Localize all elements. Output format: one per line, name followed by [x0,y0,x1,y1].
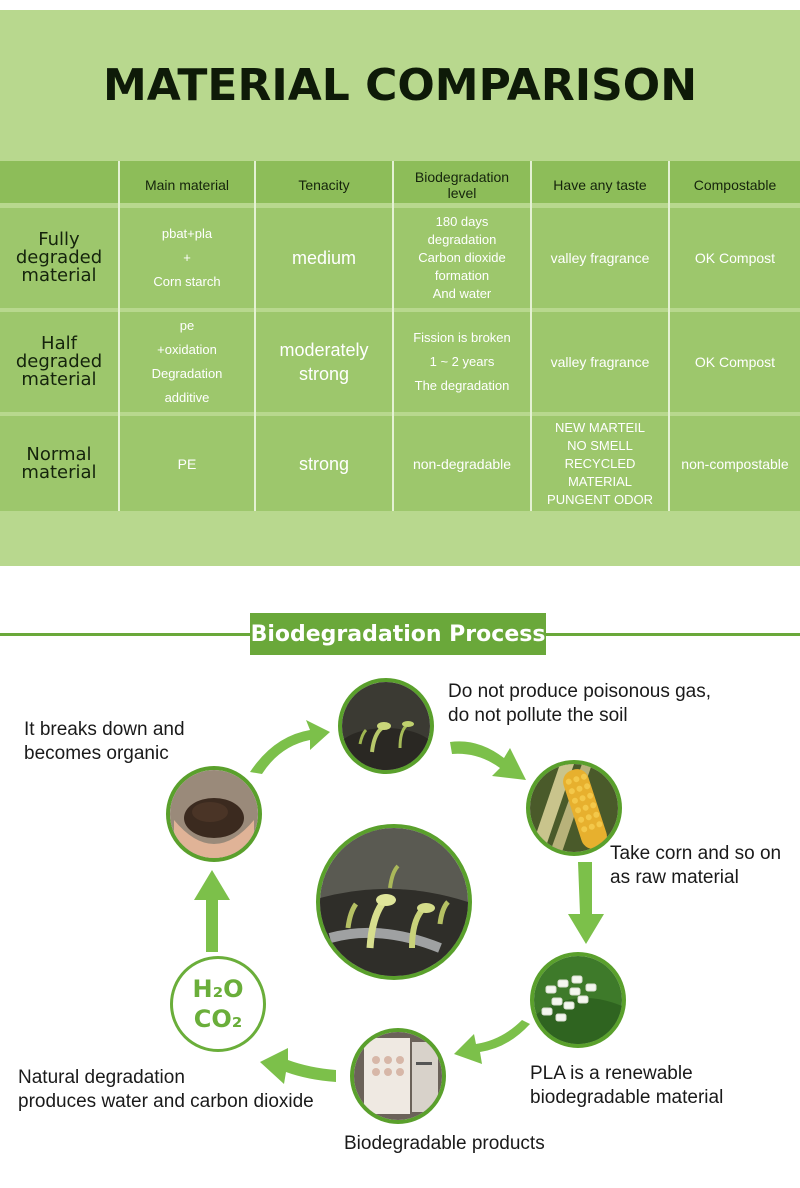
column-divider [254,161,256,511]
tenacity-cell: strong [298,453,350,474]
process-title: Biodegradation Process [250,613,546,655]
step-label-corn: Take corn and so on as raw material [610,843,782,888]
header-biodegradation-level: Biodegradation level [414,169,510,201]
header-compostable: Compostable [693,177,777,193]
step-label-no-pollution: Do not produce poisonous gas, do not pol… [448,681,712,726]
main-material-cell: pe +oxidation Degradation additive [151,318,223,405]
section-divider [0,633,250,636]
arrow-icon [194,870,230,952]
biodegradation-cell: 180 days degradation Carbon dioxide form… [418,214,506,301]
step-label-organic: It breaks down and becomes organic [24,719,185,764]
column-divider [392,161,394,511]
compostable-cell: OK Compost [694,354,776,370]
header-main-material: Main material [144,177,230,193]
row-label: Fully degraded material [15,229,103,286]
products-image [350,1028,446,1124]
h2o-co2-badge: H₂O CO₂ [170,956,266,1052]
column-divider [668,161,670,511]
main-material-cell: PE [177,455,197,472]
arrow-icon [260,1048,336,1084]
pla-pellets-image [530,952,626,1048]
comparison-table: Main material Tenacity Biodegradation le… [0,161,800,511]
table-row: Half degraded material pe +oxidation Deg… [0,312,800,412]
step-label-products: Biodegradable products [344,1133,545,1154]
co2-text: CO₂ [193,1005,243,1033]
arrow-icon [450,741,526,780]
page-title: MATERIAL COMPARISON [102,60,698,111]
biodegradation-cell: Fission is broken 1 ~ 2 years The degrad… [413,330,511,393]
biodegradation-cell: non-degradable [412,455,512,472]
row-label: Half degraded material [15,333,103,390]
tenacity-cell: medium [291,248,357,268]
corn-image [526,760,622,856]
table-row: Normal material PE strong non-degradable… [0,416,800,511]
compostable-cell: OK Compost [694,250,776,266]
header-taste: Have any taste [553,177,647,193]
taste-cell: NEW MARTEIL NO SMELL RECYCLED MATERIAL P… [547,419,653,507]
center-seedling-image [316,824,472,980]
tenacity-cell: moderately strong [279,340,369,384]
section-divider [546,633,800,636]
taste-cell: valley fragrance [550,250,650,266]
step-label-pla: PLA is a renewable biodegradable materia… [530,1063,724,1108]
arrow-icon [568,862,604,944]
table-header-row: Main material Tenacity Biodegradation le… [0,161,800,203]
header-tenacity: Tenacity [298,177,350,193]
soil-hands-image [166,766,262,862]
table-row: Fully degraded material pbat+pla + Corn … [0,208,800,308]
column-divider [530,161,532,511]
arrow-icon [454,1020,530,1064]
column-divider [118,161,120,511]
h2o-text: H₂O [192,975,244,1003]
taste-cell: valley fragrance [550,354,650,370]
step-label-natural-degradation: Natural degradation produces water and c… [18,1067,314,1112]
compostable-cell: non-compostable [681,455,789,472]
seedling-image [338,678,434,774]
comparison-panel: MATERIAL COMPARISON Main material Tenaci… [0,10,800,566]
main-material-cell: pbat+pla + Corn starch [153,226,221,289]
arrow-icon [250,720,330,774]
row-label: Normal material [21,443,97,483]
